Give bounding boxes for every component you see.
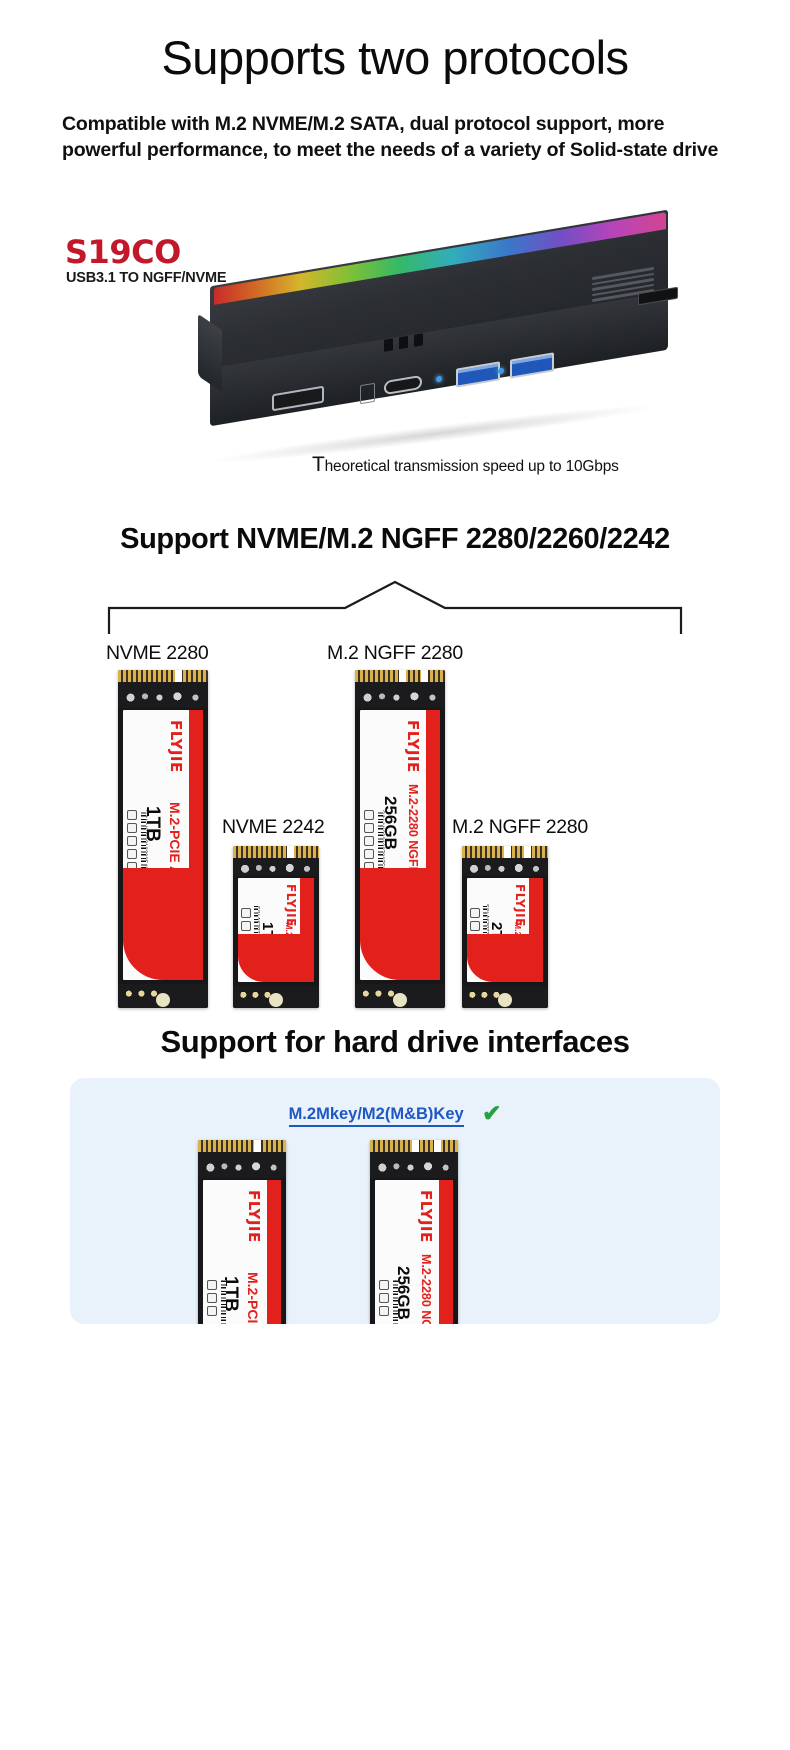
certification-icons <box>364 810 374 873</box>
pcb-components-top <box>198 1152 286 1179</box>
ssd-barcode <box>483 904 487 963</box>
key-type-label: M.2Mkey/M2(M&B)Key <box>288 1105 464 1128</box>
ssd-barcode <box>221 1280 226 1325</box>
ce-icon <box>364 823 374 834</box>
certification-icons <box>207 1280 217 1317</box>
rohs-icon <box>207 1306 217 1317</box>
certification-icons <box>379 1280 389 1317</box>
drive-label-4: M.2 NGFF 2280 <box>452 816 588 839</box>
rohs-icon <box>379 1306 389 1317</box>
brand-tagline: USB3.1 TO NGFF/NVME <box>66 270 227 287</box>
drive-label-2: M.2 NGFF 2280 <box>327 642 463 665</box>
ssd-label: FLYJIE M.2-PCIE AK-900 1TB S/N:AK3023103… <box>123 710 203 981</box>
page-title: Supports two protocols <box>161 31 629 84</box>
pcb-components-top <box>370 1152 458 1179</box>
mounting-screw-hole <box>393 993 407 1008</box>
ssd-card-ngff-2242: FLYJIE M.2-NGFF-2242 AK-600 2TB S/N:AK30… <box>462 846 548 1009</box>
panel-ssd-card-2: FLYJIE M.2-2280 NGFF AK-600 256GB <box>370 1140 458 1325</box>
ssd-brand-text: FLYJIE <box>167 720 185 773</box>
ssd-label: FLYJIE M.2-NGFF-2242 AK-600 2TB S/N:AK30… <box>467 878 543 983</box>
dock-device-image <box>188 209 688 470</box>
mounting-screw-hole <box>156 993 170 1008</box>
check-icon: ✔ <box>482 1100 502 1127</box>
interfaces-panel-header: M.2Mkey/M2(M&B)Key ✔ <box>70 1100 720 1128</box>
fcc-icon <box>207 1280 217 1291</box>
fcc-icon <box>127 810 137 821</box>
key-notch <box>399 670 406 683</box>
ce-icon <box>207 1293 217 1304</box>
ssd-label: FLYJIE M.2-2280 NGFF AK-600 256GB S/N:AK… <box>360 710 440 981</box>
weee-icon <box>127 836 137 847</box>
bracket-connector-diagram <box>105 578 685 636</box>
pcb-components-top <box>118 682 208 709</box>
pcb-components-top <box>462 858 548 877</box>
drive-label-1: NVME 2280 <box>106 642 209 665</box>
ssd-label: FLYJIE M.2 NVME 2242 AK-600 1TB S/N:AK30… <box>238 878 314 983</box>
certification-icons <box>127 810 137 873</box>
ssd-barcode <box>378 810 383 889</box>
ce-icon <box>127 823 137 834</box>
key-notch-b <box>524 846 531 859</box>
key-notch <box>504 846 511 859</box>
ssd-brand-text: FLYJIE <box>513 884 527 928</box>
gold-connector-pins <box>118 670 208 683</box>
recycle-icon <box>127 849 137 860</box>
fcc-icon <box>364 810 374 821</box>
key-notch <box>175 670 182 683</box>
ssd-brand-text: FLYJIE <box>284 884 298 928</box>
pcb-components-top <box>233 858 319 877</box>
key-notch <box>254 1140 261 1153</box>
gold-connector-pins <box>233 846 319 859</box>
mounting-screw-hole <box>269 993 283 1008</box>
key-notch <box>412 1140 419 1153</box>
interfaces-panel: M.2Mkey/M2(M&B)Key ✔ FLYJIE M.2-PCIE AK-… <box>70 1078 720 1325</box>
ssd-model-text: M.2-PCIE AK-900 <box>245 1272 261 1324</box>
ce-icon <box>241 921 251 932</box>
label-red-artwork <box>238 934 314 983</box>
fcc-icon <box>241 908 251 919</box>
recycle-icon <box>364 849 374 860</box>
speed-caption-text: heoretical transmission speed up to 10Gb… <box>324 458 619 476</box>
mounting-screw-hole <box>498 993 512 1008</box>
ssd-barcode <box>141 810 146 889</box>
gold-connector-pins <box>198 1140 286 1153</box>
power-symbol-icon <box>360 382 375 405</box>
fcc-icon <box>379 1280 389 1291</box>
ssd-label: FLYJIE M.2-PCIE AK-900 1TB <box>203 1180 281 1325</box>
ssd-card-nvme-2242: FLYJIE M.2 NVME 2242 AK-600 1TB S/N:AK30… <box>233 846 319 1009</box>
ssd-brand-text: FLYJIE <box>417 1190 435 1243</box>
ssd-model-text: M.2-2280 NGFF AK-600 <box>419 1254 433 1325</box>
speed-caption-initial: T <box>312 453 325 477</box>
label-red-artwork <box>467 934 543 983</box>
key-notch-b <box>421 670 428 683</box>
ssd-brand-text: FLYJIE <box>245 1190 263 1243</box>
ssd-brand-text: FLYJIE <box>404 720 422 773</box>
label-red-stripe <box>266 1180 281 1325</box>
drives-row: NVME 2280 M.2 NGFF 2280 NVME 2242 M.2 NG… <box>0 638 790 1018</box>
label-red-artwork <box>360 868 440 981</box>
brand-logo: S19CO <box>65 233 181 272</box>
ssd-card-ngff-2280: FLYJIE M.2-2280 NGFF AK-600 256GB S/N:AK… <box>355 670 445 1009</box>
ce-icon <box>470 921 480 932</box>
speed-caption: Theoretical transmission speed up to 10G… <box>312 453 619 477</box>
key-notch-b <box>434 1140 441 1153</box>
weee-icon <box>364 836 374 847</box>
ssd-card-nvme-2280: FLYJIE M.2-PCIE AK-900 1TB S/N:AK3023103… <box>118 670 208 1009</box>
hero-subtitle: Compatible with M.2 NVME/M.2 SATA, dual … <box>62 113 719 162</box>
interfaces-section-title: Support for hard drive interfaces <box>160 1024 630 1060</box>
pcb-components-top <box>355 682 445 709</box>
drive-label-3: NVME 2242 <box>222 816 325 839</box>
support-section-title: Support NVME/M.2 NGFF 2280/2260/2242 <box>120 523 670 556</box>
fcc-icon <box>470 908 480 919</box>
ssd-label: FLYJIE M.2-2280 NGFF AK-600 256GB <box>375 1180 453 1325</box>
ce-icon <box>379 1293 389 1304</box>
panel-ssd-card-1: FLYJIE M.2-PCIE AK-900 1TB <box>198 1140 286 1325</box>
key-notch <box>287 846 294 859</box>
label-red-artwork <box>123 868 203 981</box>
device-showcase: S19CO USB3.1 TO NGFF/NVME Theoretical tr… <box>0 185 790 515</box>
ssd-barcode <box>393 1280 398 1325</box>
label-red-stripe <box>438 1180 453 1325</box>
